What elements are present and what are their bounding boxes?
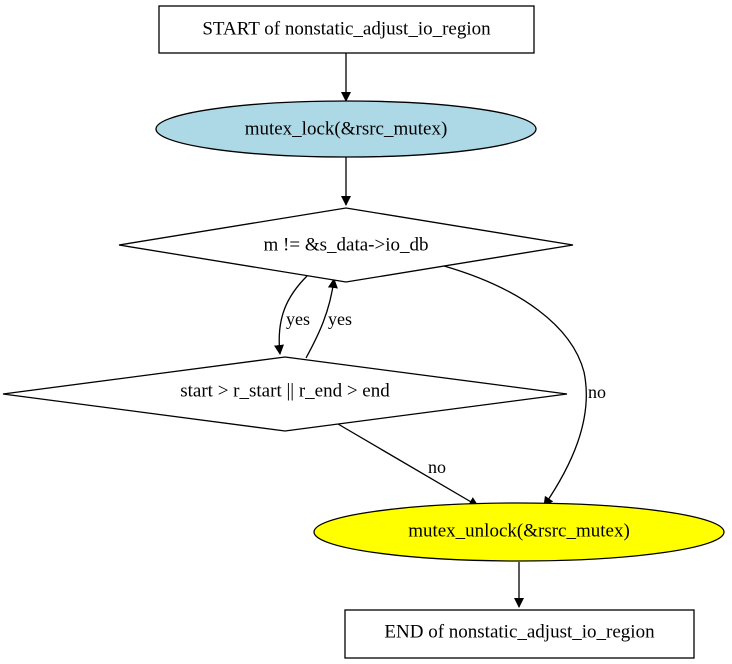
start-node-label: START of nonstatic_adjust_io_region [202,18,491,39]
loop-condition-node-shape [118,207,574,283]
edge-range-to-unlock [337,423,479,507]
mutex-lock-node: mutex_lock(&rsrc_mutex) [155,100,537,158]
end-node-label: END of nonstatic_adjust_io_region [384,621,655,642]
mutex-unlock-node-shape [313,502,725,562]
edge-label-range-to-unlock: no [428,457,446,477]
nodes-group: START of nonstatic_adjust_io_region mute… [2,5,725,659]
edge-label-range-to-loop: yes [328,309,352,329]
edges-group: yes yes no no [274,53,606,608]
range-condition-node: start > r_start || r_end > end [2,356,568,432]
edge-range-to-loop-condition [305,278,338,359]
end-node: END of nonstatic_adjust_io_region [344,609,695,659]
loop-condition-node-label: m != &s_data->io_db [264,234,429,255]
edge-label-loop-to-range: yes [286,309,310,329]
start-node-shape [158,5,535,54]
mutex-lock-node-label: mutex_lock(&rsrc_mutex) [245,118,448,139]
range-condition-node-shape [2,356,568,432]
end-node-shape [344,609,695,659]
edge-label-loop-to-unlock: no [588,382,606,402]
edge-loop-to-unlock [443,265,587,507]
mutex-unlock-node: mutex_unlock(&rsrc_mutex) [313,502,725,562]
range-condition-node-label: start > r_start || r_end > end [180,380,390,401]
edge-loop-to-range-condition [274,275,308,355]
start-node: START of nonstatic_adjust_io_region [158,5,535,54]
loop-condition-node: m != &s_data->io_db [118,207,574,283]
mutex-unlock-node-label: mutex_unlock(&rsrc_mutex) [408,520,630,541]
mutex-lock-node-shape [155,100,537,158]
